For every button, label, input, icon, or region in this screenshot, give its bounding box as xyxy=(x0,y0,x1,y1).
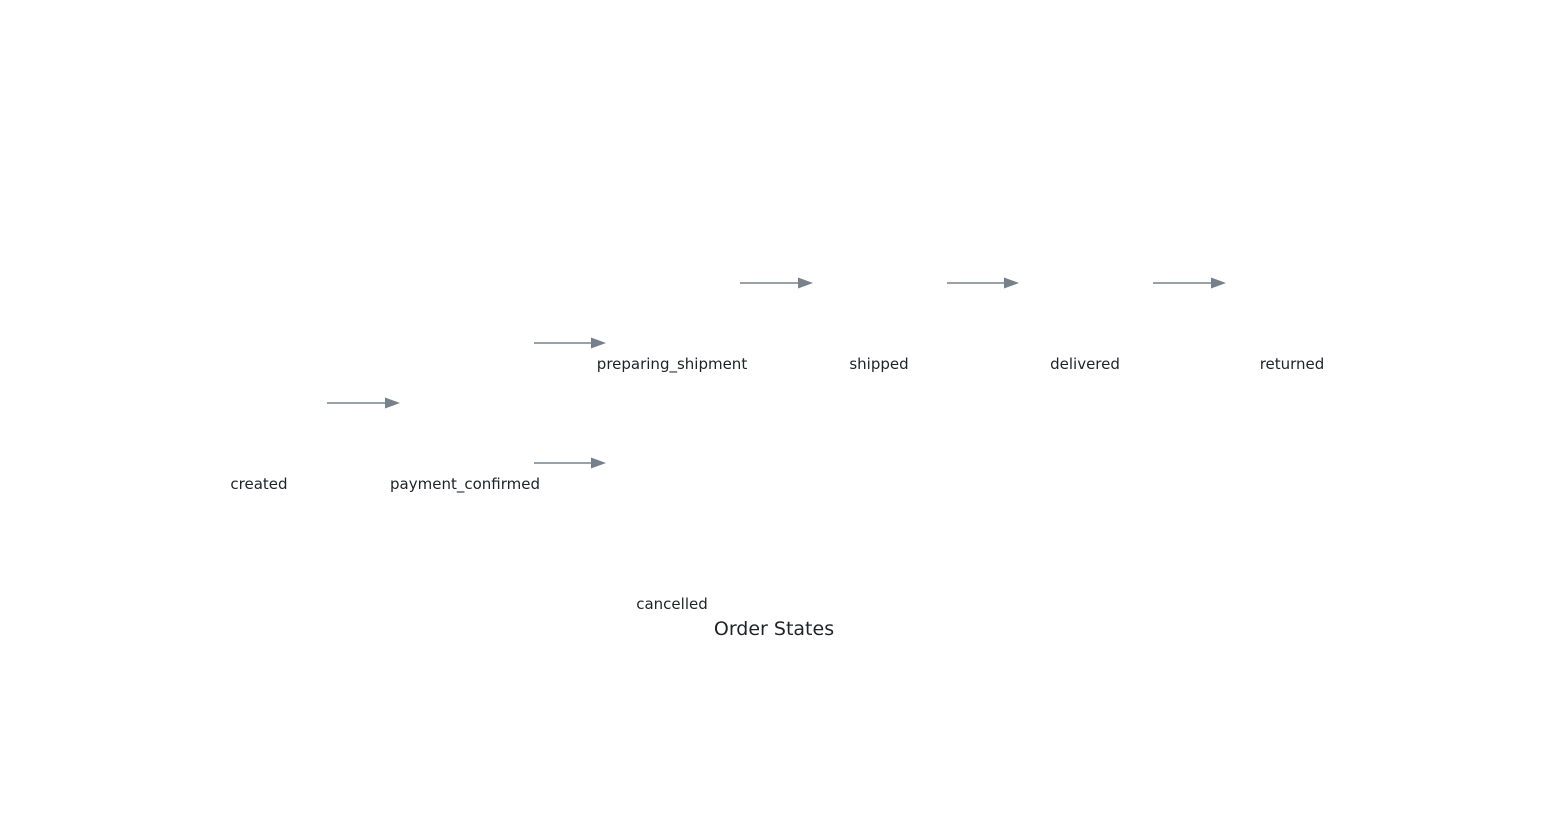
state-cancelled: cancelled xyxy=(636,595,708,613)
arrow-payment-confirmed-to-preparing-shipment xyxy=(534,337,606,349)
state-labels: created payment_confirmed preparing_ship… xyxy=(230,355,1324,613)
state-delivered: delivered xyxy=(1050,355,1120,373)
arrow-payment-confirmed-to-cancelled xyxy=(534,457,606,469)
state-created: created xyxy=(230,475,287,493)
arrow-shipped-to-delivered xyxy=(947,277,1019,289)
arrow-created-to-payment-confirmed xyxy=(327,397,400,409)
transition-arrows xyxy=(327,277,1226,469)
state-returned: returned xyxy=(1260,355,1325,373)
arrow-delivered-to-returned xyxy=(1153,277,1226,289)
state-shipped: shipped xyxy=(849,355,908,373)
diagram-title: Order States xyxy=(714,618,834,640)
state-preparing-shipment: preparing_shipment xyxy=(597,355,748,374)
arrow-preparing-shipment-to-shipped xyxy=(740,277,813,289)
state-payment-confirmed: payment_confirmed xyxy=(390,475,540,494)
